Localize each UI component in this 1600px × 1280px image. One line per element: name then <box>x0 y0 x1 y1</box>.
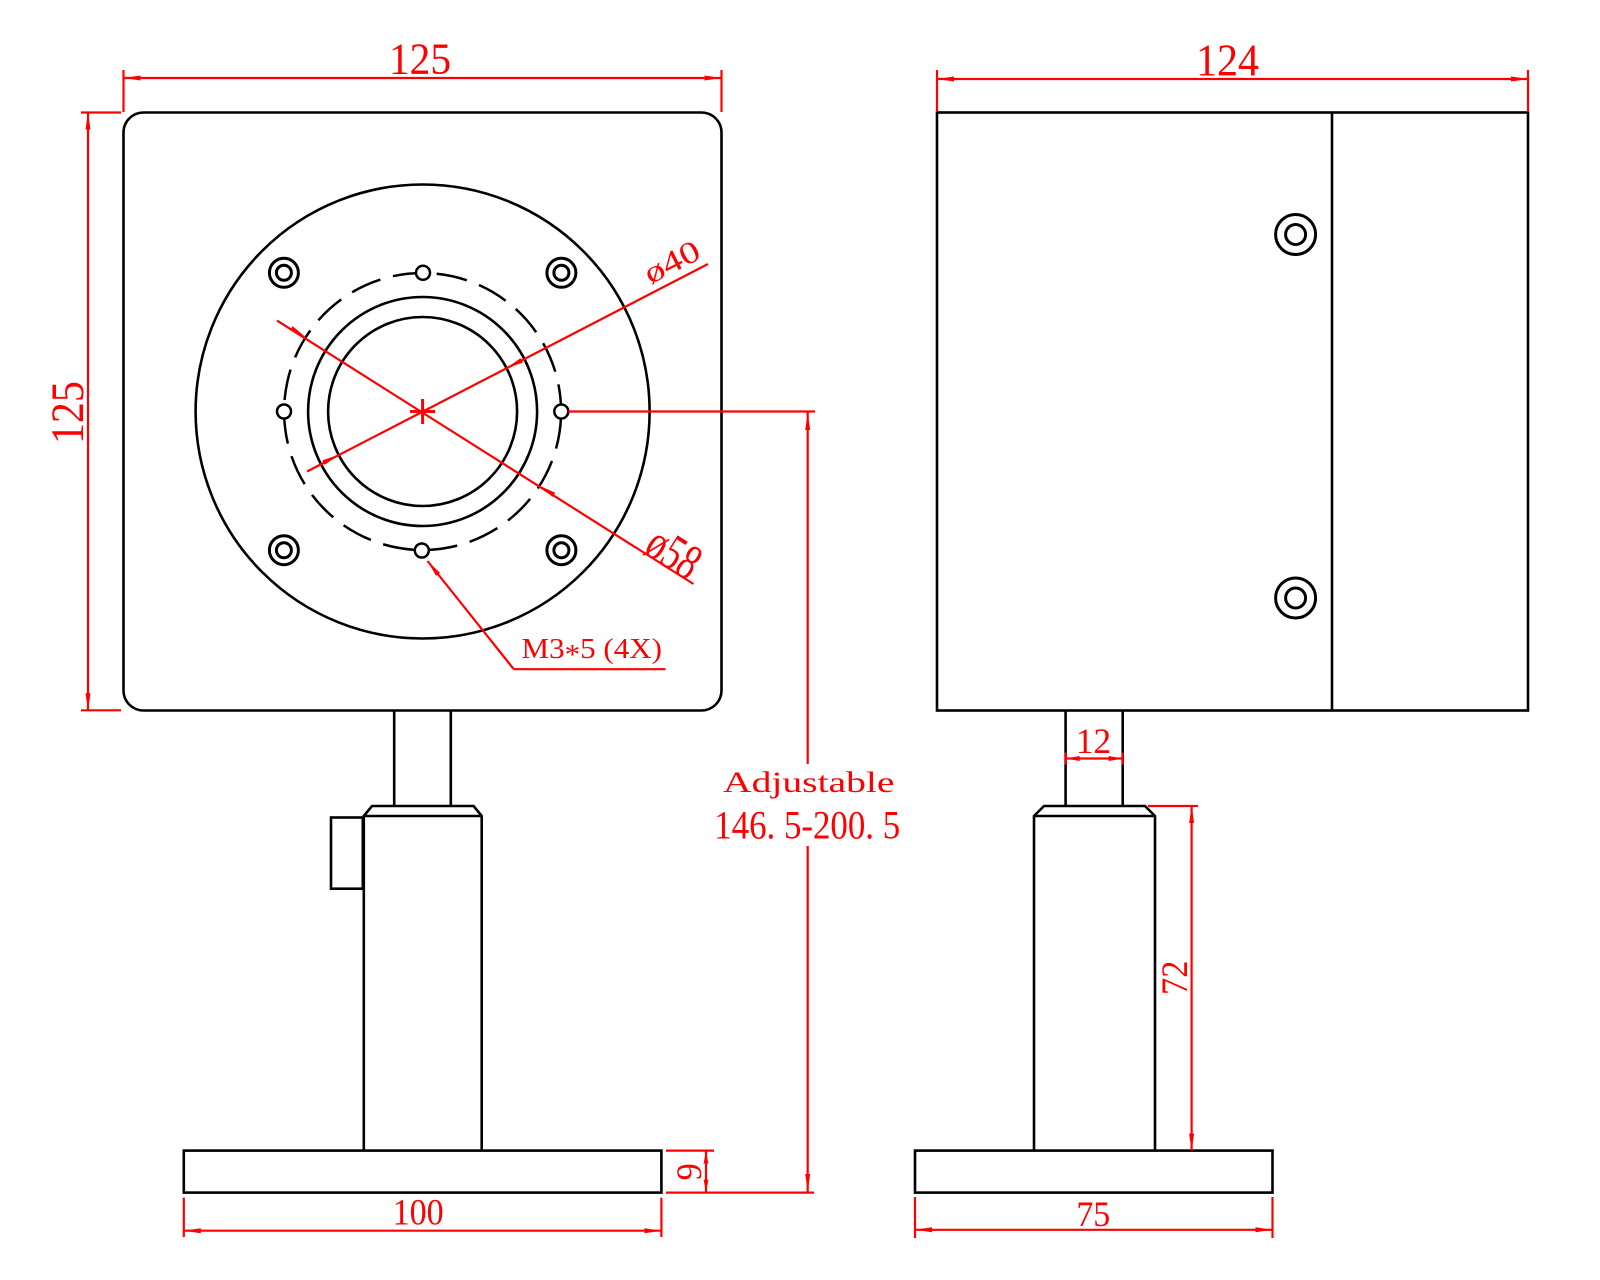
svg-text:72: 72 <box>1155 961 1196 995</box>
svg-text:M3*5 (4X): M3*5 (4X) <box>522 633 663 671</box>
svg-text:12: 12 <box>1076 721 1111 761</box>
svg-text:146. 5-200. 5: 146. 5-200. 5 <box>714 803 900 848</box>
svg-text:9: 9 <box>669 1163 709 1180</box>
svg-text:125: 125 <box>389 35 451 84</box>
svg-text:125: 125 <box>43 381 94 444</box>
svg-text:Adjustable: Adjustable <box>723 767 895 799</box>
svg-text:124: 124 <box>1196 35 1259 86</box>
svg-text:75: 75 <box>1076 1194 1110 1234</box>
svg-text:100: 100 <box>393 1192 444 1233</box>
